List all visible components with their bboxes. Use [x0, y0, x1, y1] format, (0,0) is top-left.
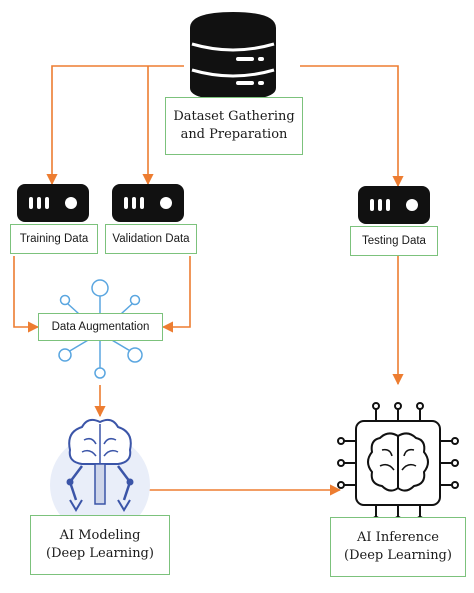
- database-icon: [190, 12, 276, 100]
- testing-data-label: Testing Data: [362, 235, 426, 247]
- validation-data-box: Validation Data: [105, 224, 197, 254]
- server-icon: [17, 184, 89, 222]
- server-icon: [112, 184, 184, 222]
- brain-chip-icon: [337, 402, 459, 524]
- ai-inference-line1: AI Inference: [357, 530, 439, 546]
- robot-brain-icon: [50, 418, 150, 535]
- ai-modeling-line1: AI Modeling: [59, 528, 141, 544]
- ai-modeling-box: AI Modeling (Deep Learning): [30, 515, 170, 575]
- dataset-gathering-box: Dataset Gathering and Preparation: [165, 97, 303, 155]
- data-augmentation-box: Data Augmentation: [38, 313, 163, 341]
- dataset-title-line1: Dataset Gathering: [173, 109, 295, 125]
- arrow-validation-to-augmentation: [161, 256, 191, 333]
- connectors: [13, 65, 404, 496]
- testing-data-box: Testing Data: [350, 226, 438, 256]
- arrow-dataset-to-training: [46, 65, 184, 186]
- dataset-title-line2: and Preparation: [180, 127, 288, 142]
- training-data-box: Training Data: [10, 224, 98, 254]
- arrow-dataset-to-testing: [300, 65, 404, 188]
- arrow-training-to-augmentation: [13, 256, 40, 333]
- ai-modeling-line2: (Deep Learning): [46, 546, 154, 561]
- training-data-label: Training Data: [19, 233, 89, 245]
- data-augmentation-label: Data Augmentation: [51, 321, 150, 333]
- ai-inference-box: AI Inference (Deep Learning): [330, 517, 466, 577]
- validation-data-label: Validation Data: [112, 233, 190, 245]
- ai-inference-line2: (Deep Learning): [344, 548, 452, 563]
- server-icon: [358, 186, 430, 224]
